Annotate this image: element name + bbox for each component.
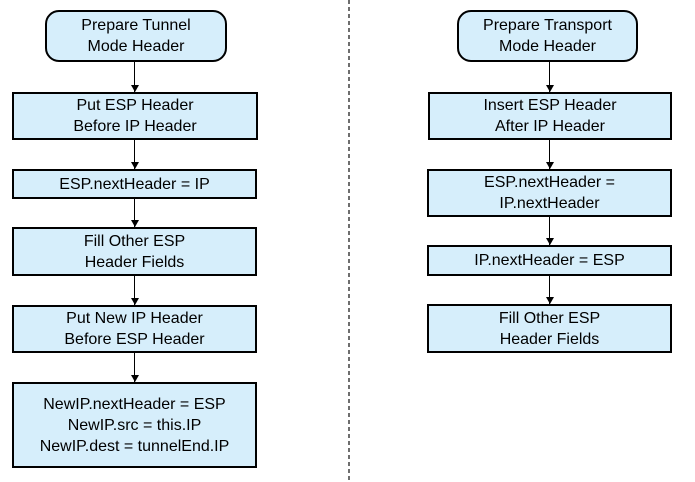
node-prepare-transport-mode-header: Prepare Transport Mode Header [457,10,638,62]
arrow-down-icon [130,62,139,92]
arrow-down-icon [130,199,139,227]
arrow-down-icon [130,140,139,169]
arrow-down-icon [545,217,554,245]
arrow-down-icon [130,353,139,382]
arrow-down-icon [130,276,139,305]
node-ip-nextheader-equals-esp: IP.nextHeader = ESP [427,245,672,276]
node-put-new-ip-header-before-esp-header: Put New IP Header Before ESP Header [12,305,257,353]
node-esp-nextheader-equals-ip: ESP.nextHeader = IP [12,169,257,199]
node-fill-other-esp-header-fields-transport: Fill Other ESP Header Fields [427,304,672,353]
node-fill-other-esp-header-fields-tunnel: Fill Other ESP Header Fields [12,227,257,276]
arrow-down-icon [545,62,554,92]
node-esp-nextheader-equals-ip-nextheader: ESP.nextHeader = IP.nextHeader [427,169,672,217]
node-prepare-tunnel-mode-header: Prepare Tunnel Mode Header [45,10,227,62]
arrow-down-icon [545,140,554,169]
node-insert-esp-header-after-ip-header: Insert ESP Header After IP Header [428,92,672,140]
node-newip-field-assignments: NewIP.nextHeader = ESP NewIP.src = this.… [12,382,257,468]
arrow-down-icon [545,276,554,304]
divider-dashed-line [348,0,350,482]
node-put-esp-header-before-ip-header: Put ESP Header Before IP Header [12,92,258,140]
